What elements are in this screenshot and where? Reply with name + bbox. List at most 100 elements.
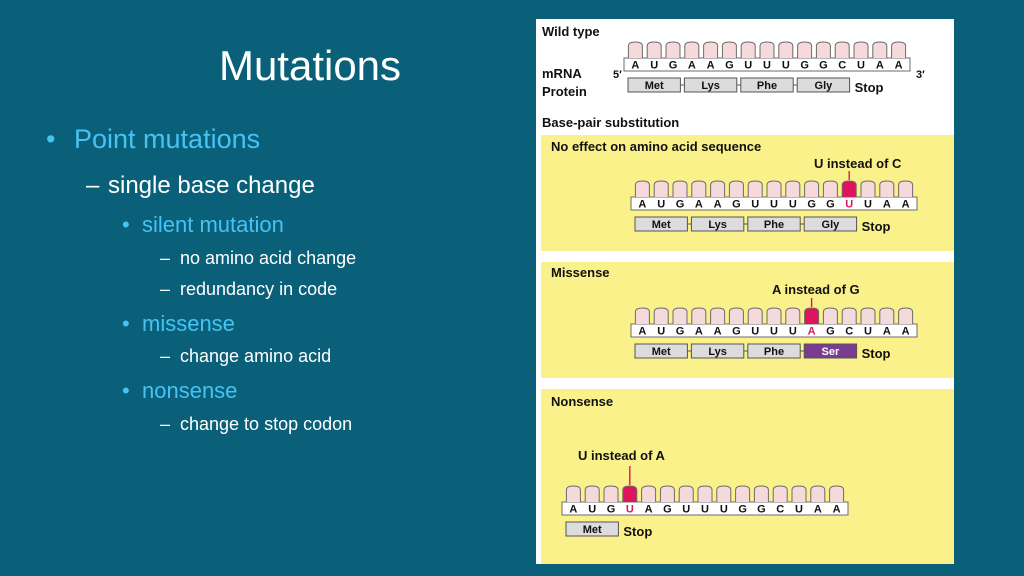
nonsense-nucleotide-letter: G (738, 504, 747, 516)
bullet-redundancy-in-code: –redundancy in code (160, 279, 337, 300)
panel-silent-title: No effect on amino acid sequence (551, 139, 761, 154)
missense-amino-acid-box (803, 343, 858, 359)
wild-type-nucleotide-letter: U (857, 60, 865, 72)
missense-nucleotide-tooth (710, 307, 726, 324)
five-prime-label: 5′ (613, 69, 622, 81)
missense-nucleotide-letter: G (732, 326, 741, 338)
missense-nucleotide-tooth (691, 307, 707, 324)
panel-nonsense-title: Nonsense (551, 394, 613, 409)
wild-type-amino-acid-label: Met (645, 80, 664, 92)
wild-type-nucleotide-letter: A (631, 60, 639, 72)
silent-amino-acid-box (803, 216, 858, 232)
missense-nucleotide-tooth (747, 307, 763, 324)
bullet-text: redundancy in code (180, 279, 338, 299)
missense-nucleotide-letter: A (883, 326, 891, 338)
wild-type-nucleotide-tooth (834, 41, 850, 58)
wild-type-nucleotide-tooth (797, 41, 813, 58)
silent-nucleotide-letter: A (638, 199, 646, 211)
missense-nucleotide-tooth (653, 307, 669, 324)
wild-type-nucleotide-letter: G (669, 60, 678, 72)
mutation-diagram: Wild type mRNA Protein 5′ 3′ Base-pair s… (536, 19, 954, 569)
wild-type-amino-acid-label: Lys (701, 80, 720, 92)
silent-nucleotide-letter: A (883, 199, 891, 211)
dash-marker: – (160, 279, 171, 299)
missense-amino-acid-label: Ser (822, 346, 840, 358)
silent-nucleotide-tooth (822, 180, 838, 197)
nonsense-nucleotide-tooth (753, 485, 769, 502)
nonsense-nucleotide-letter: G (757, 504, 766, 516)
wild-type-stop-label: Stop (855, 80, 884, 95)
bullet-marker: • (46, 124, 56, 154)
bullet-nonsense: •nonsense (122, 378, 237, 404)
silent-nucleotide-tooth (672, 180, 688, 197)
wild-type-nucleotide-tooth (815, 41, 831, 58)
wild-type-nucleotide-tooth (759, 41, 775, 58)
silent-nucleotide-tooth (785, 180, 801, 197)
silent-nucleotide-letter: G (732, 199, 741, 211)
panel-nonsense-note: U instead of A (578, 448, 666, 463)
wild-type-nucleotide-tooth (646, 41, 662, 58)
wild-type-nucleotide-tooth (627, 41, 643, 58)
nonsense-nucleotide-tooth (791, 485, 807, 502)
nonsense-nucleotide-tooth (641, 485, 657, 502)
missense-nucleotide-letter: A (808, 326, 816, 338)
nonsense-nucleotide-letter: U (588, 504, 596, 516)
panel-nonsense-background (541, 389, 954, 564)
missense-nucleotide-tooth (804, 307, 820, 324)
wild-type-nucleotide-tooth (778, 41, 794, 58)
panel-missense-title: Missense (551, 265, 610, 280)
nonsense-amino-acid-label: Met (583, 524, 602, 536)
wild-type-amino-acid-box (796, 77, 851, 93)
wild-type-nucleotide-letter: A (876, 60, 884, 72)
bullet-text: Point mutations (74, 124, 261, 154)
bullet-change-to-stop-codon: –change to stop codon (160, 414, 352, 435)
missense-nucleotide-tooth (879, 307, 895, 324)
wild-type-nucleotide-tooth (721, 41, 737, 58)
nonsense-nucleotide-letter: A (645, 504, 653, 516)
silent-nucleotide-tooth (728, 180, 744, 197)
dash-marker: – (86, 172, 100, 199)
silent-nucleotide-letter: U (751, 199, 759, 211)
nonsense-nucleotide-letter: U (682, 504, 690, 516)
nonsense-nucleotide-letter: G (607, 504, 616, 516)
silent-amino-acid-label: Phe (764, 219, 784, 231)
silent-nucleotide-tooth (804, 180, 820, 197)
bullet-text: change amino acid (180, 346, 332, 366)
wild-type-amino-acid-label: Gly (815, 80, 834, 92)
bullet-single-base-change: –single base change (86, 172, 315, 200)
bullet-text: missense (142, 311, 235, 336)
bullet-point-mutations: • Point mutations (46, 124, 260, 155)
nonsense-nucleotide-tooth (829, 485, 845, 502)
bullet-no-amino-acid-change: –no amino acid change (160, 248, 356, 269)
nonsense-nucleotide-tooth (735, 485, 751, 502)
mutation-diagram-svg: Wild type mRNA Protein 5′ 3′ Base-pair s… (536, 19, 954, 564)
bullet-text: silent mutation (142, 212, 284, 237)
silent-nucleotide-letter: G (807, 199, 816, 211)
base-pair-substitution-heading: Base-pair substitution (542, 115, 679, 130)
missense-nucleotide-letter: U (657, 326, 665, 338)
missense-nucleotide-letter: U (770, 326, 778, 338)
silent-nucleotide-tooth (879, 180, 895, 197)
wild-type-amino-acid-box (683, 77, 738, 93)
missense-stop-label: Stop (862, 346, 891, 361)
bullet-change-amino-acid: –change amino acid (160, 346, 331, 367)
panel-silent-note: U instead of C (814, 156, 902, 171)
nonsense-nucleotide-letter: U (720, 504, 728, 516)
nonsense-stop-label: Stop (623, 524, 652, 539)
wild-type-nucleotide-tooth (684, 41, 700, 58)
missense-amino-acid-label: Met (652, 346, 671, 358)
missense-nucleotide-tooth (766, 307, 782, 324)
wild-type-nucleotide-letter: G (725, 60, 734, 72)
silent-nucleotide-letter: U (864, 199, 872, 211)
wild-type-nucleotide-tooth (703, 41, 719, 58)
silent-nucleotide-letter: U (770, 199, 778, 211)
silent-nucleotide-letter: A (714, 199, 722, 211)
nonsense-nucleotide-letter: A (814, 504, 822, 516)
bullet-silent-mutation: •silent mutation (122, 212, 284, 238)
wild-type-nucleotide-letter: U (650, 60, 658, 72)
bullet-text: change to stop codon (180, 414, 353, 434)
nonsense-nucleotide-letter: A (569, 504, 577, 516)
missense-nucleotide-tooth (785, 307, 801, 324)
missense-nucleotide-tooth (672, 307, 688, 324)
silent-amino-acid-label: Gly (822, 219, 841, 231)
